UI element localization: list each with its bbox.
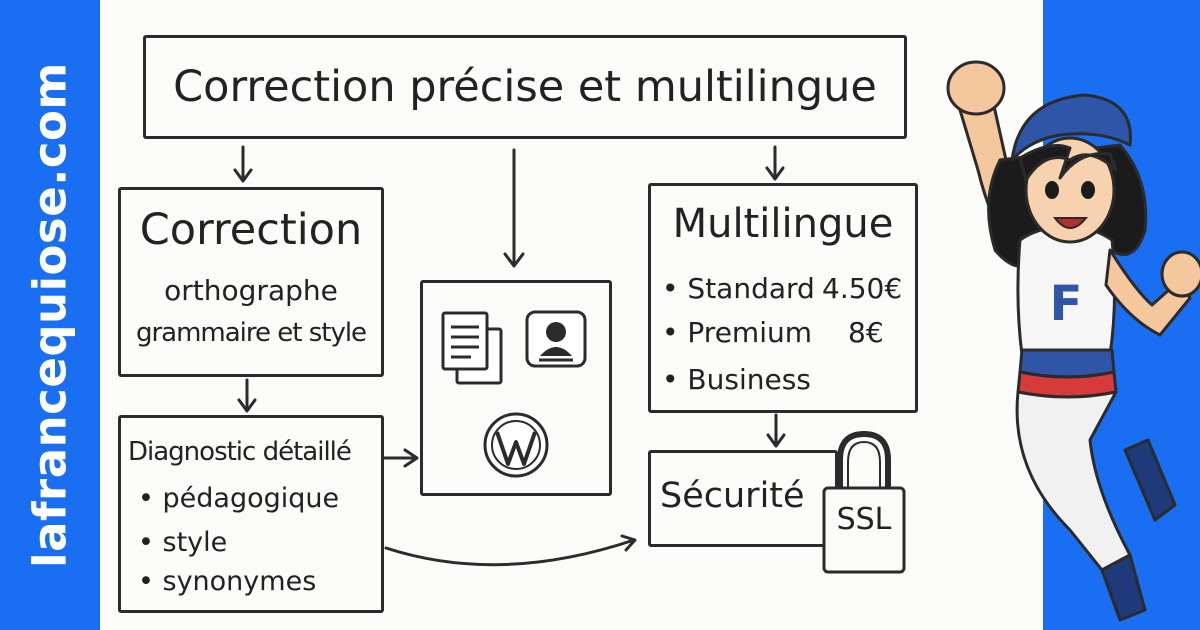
multilingue-heading: Multilingue <box>672 201 894 247</box>
arrow-multilingue-to-securite <box>766 413 786 448</box>
arrow-title-to-tools <box>503 148 525 268</box>
diagnostic-item: • style <box>138 527 228 558</box>
mascot-illustration: F <box>946 60 1200 622</box>
wordpress-icon <box>483 412 549 478</box>
plan-price: 8€ <box>848 316 884 349</box>
plan-name: • Premium <box>662 316 813 349</box>
ssl-badge: SSL <box>836 502 892 537</box>
arrow-title-to-correction <box>233 145 253 183</box>
mascot-beret <box>1010 93 1132 162</box>
arrow-title-to-multilingue <box>765 145 785 181</box>
mascot-raised-fist <box>946 60 1006 116</box>
documents-icon <box>441 311 503 385</box>
arrow-diagnostic-to-securite <box>384 534 637 567</box>
securite-label: Sécurité <box>660 476 805 516</box>
arrow-diagnostic-to-tools <box>382 448 419 468</box>
mascot-bangs <box>1018 144 1118 182</box>
diagnostic-box <box>118 415 384 613</box>
diagnostic-heading: Diagnostic détaillé <box>128 437 352 467</box>
mascot-shirt-letter: F <box>1050 276 1083 332</box>
diagnostic-item: • pédagogique <box>138 483 340 514</box>
mascot-face <box>1024 136 1116 244</box>
padlock-icon <box>822 430 906 574</box>
diagnostic-item: • synonymes <box>138 566 317 597</box>
mascot-side-arm <box>1104 248 1192 337</box>
correction-box <box>118 187 384 377</box>
mascot-legs <box>1015 390 1132 572</box>
left-brand-band: lafrancequiose.com <box>0 0 100 630</box>
correction-line-1: orthographe <box>164 274 338 307</box>
mascot-side-fist <box>1160 250 1200 298</box>
plan-name: • Standard <box>662 272 815 305</box>
mascot-expression <box>1045 181 1095 229</box>
mascot-boot-back <box>1123 438 1177 522</box>
correction-line-2: grammaire et style <box>135 318 367 348</box>
title-box <box>143 35 907 139</box>
tools-box <box>420 280 612 496</box>
plan-price: 4.50€ <box>822 272 903 305</box>
plan-name: • Business <box>662 363 811 396</box>
arrow-correction-to-diagnostic <box>237 378 257 413</box>
correction-heading: Correction <box>139 205 363 255</box>
translation-card-icon <box>525 310 587 368</box>
diagram-title: Correction précise et multilingue <box>173 62 877 112</box>
multilingue-box <box>648 183 918 413</box>
mascot-belt-blue <box>1018 348 1116 379</box>
mascot-boot <box>1100 553 1147 622</box>
